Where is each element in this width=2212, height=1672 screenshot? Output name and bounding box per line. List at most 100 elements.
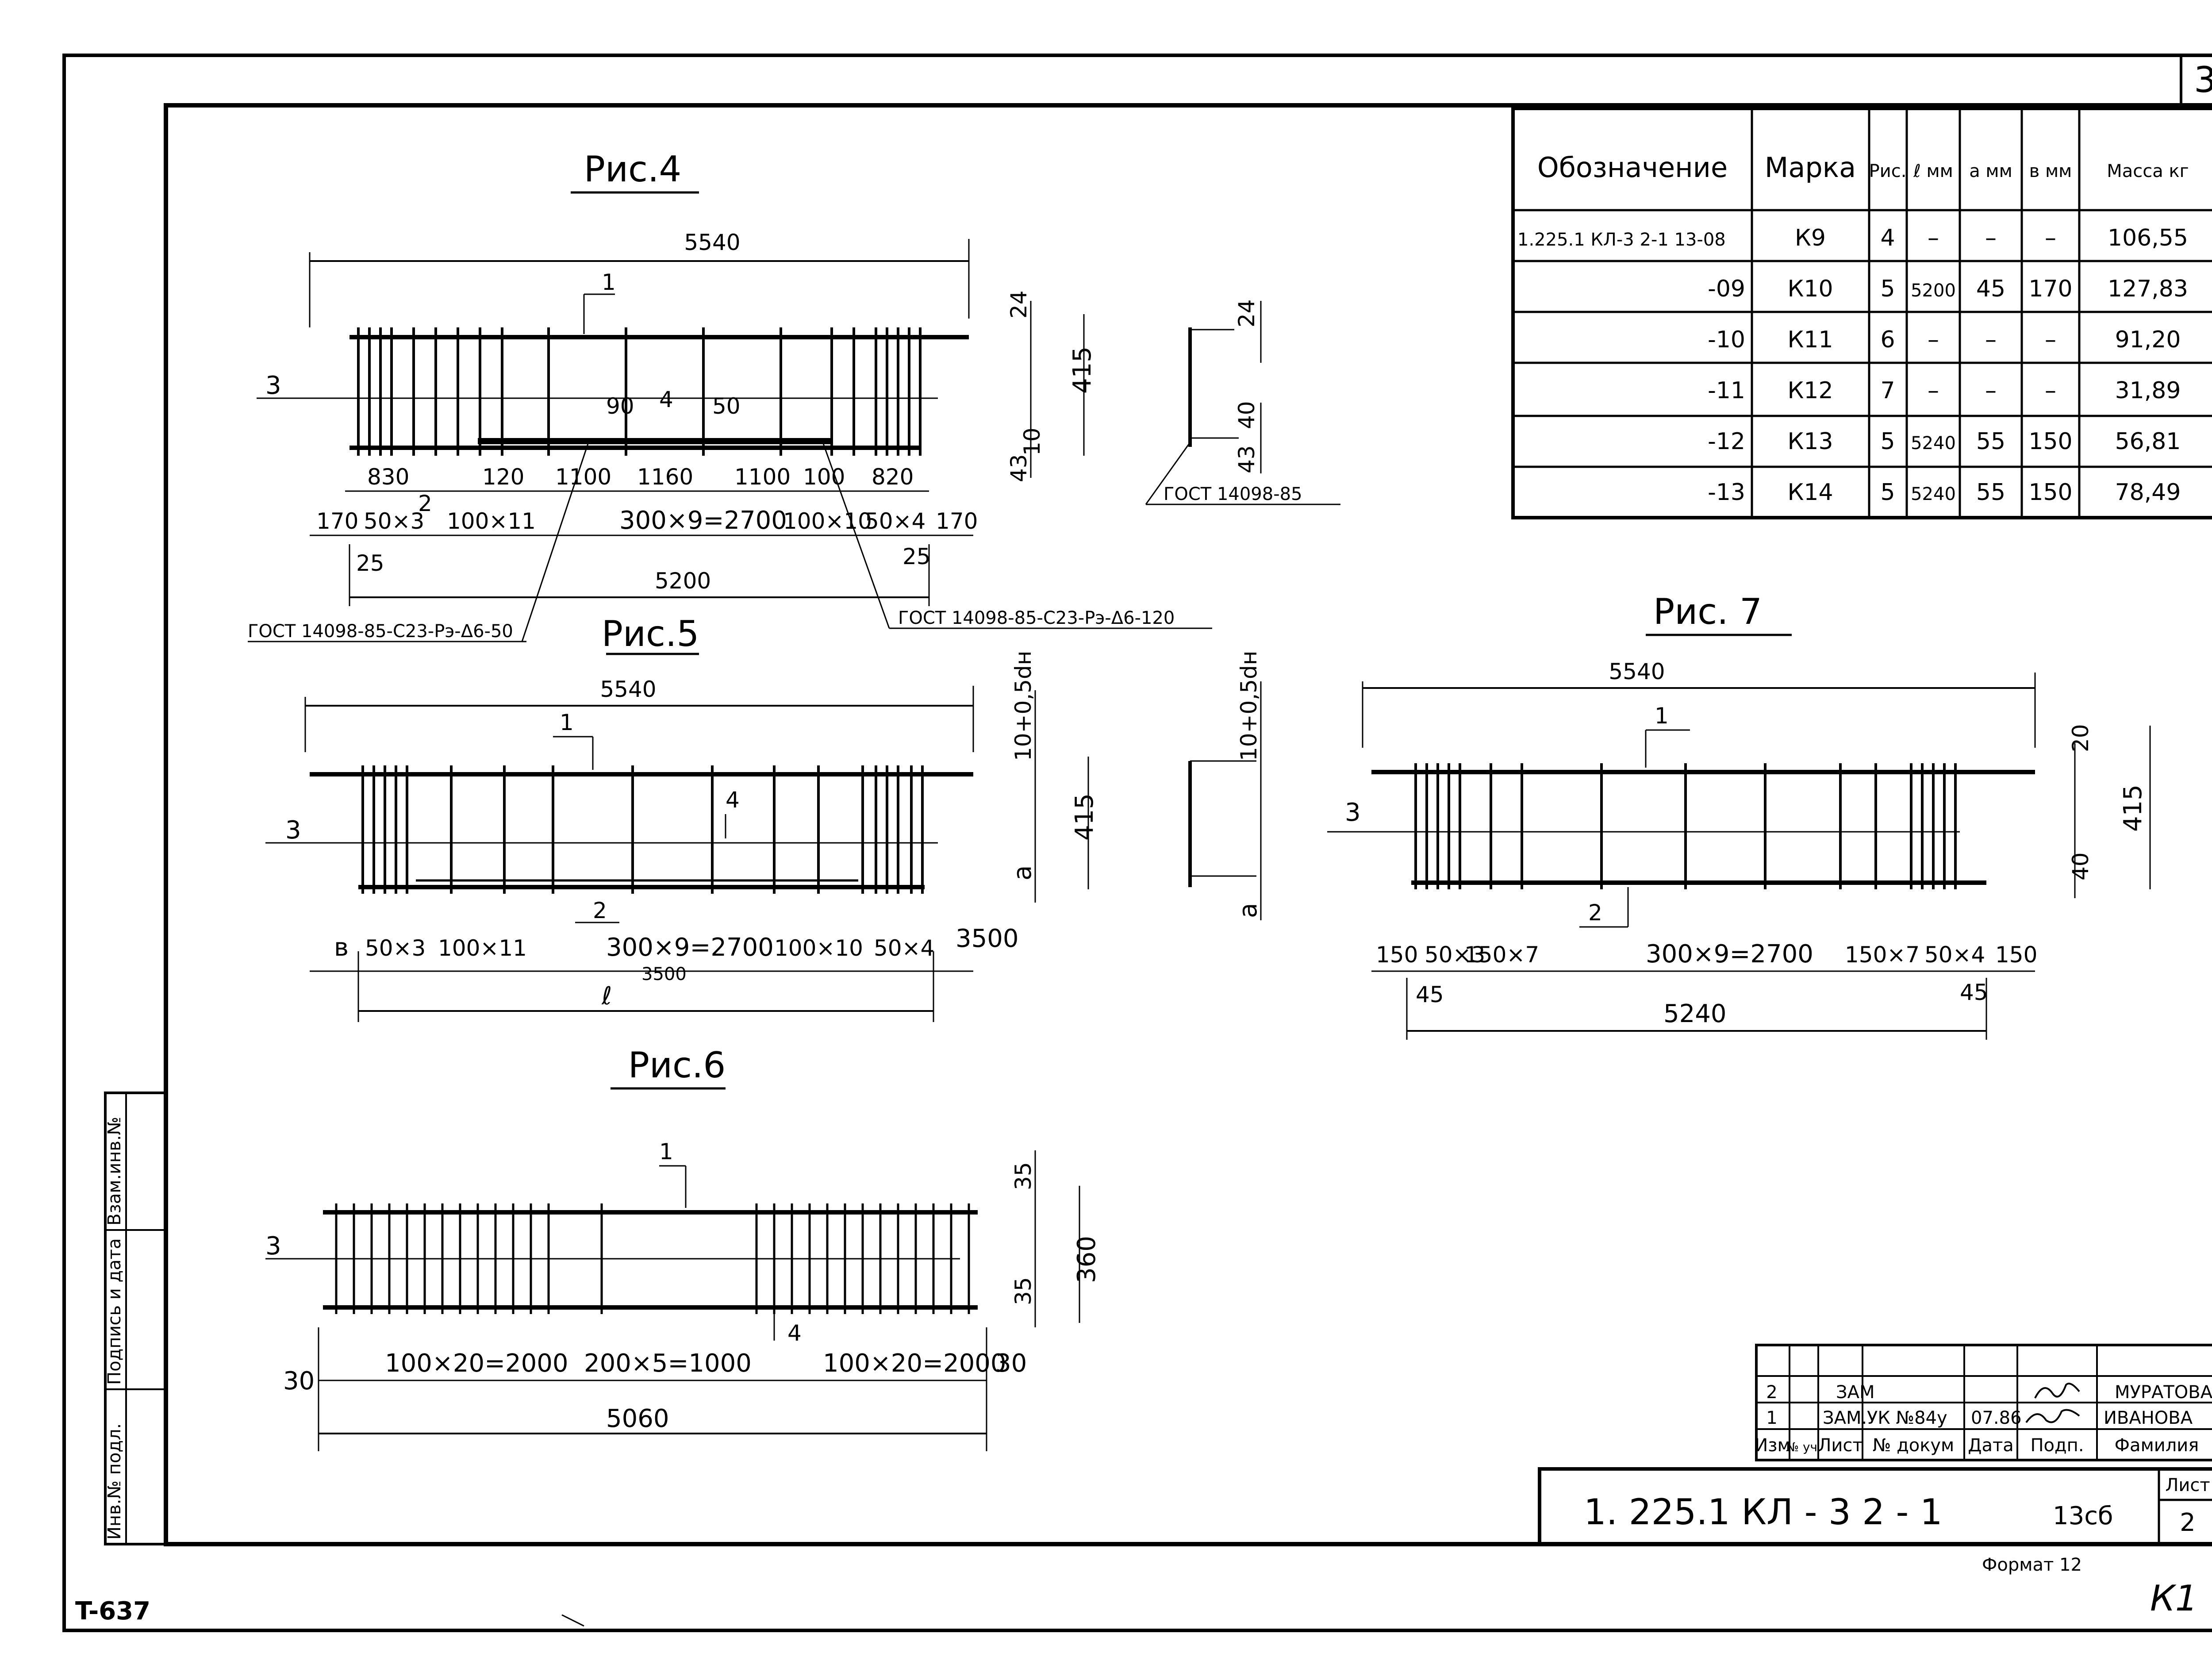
svg-text:415: 415 [1068,346,1097,394]
svg-text:127,83: 127,83 [2108,276,2188,302]
svg-text:100×11: 100×11 [447,508,536,534]
svg-text:5240: 5240 [1911,484,1956,504]
svg-text:32: 32 [2194,59,2212,100]
svg-text:–: – [1928,377,1939,404]
svg-text:5: 5 [1880,276,1895,302]
sheet-number-box: 32 [2180,54,2212,107]
th-a: a мм [1969,161,2012,181]
svg-text:1: 1 [1655,703,1669,729]
svg-text:2: 2 [1766,1382,1777,1403]
svg-text:170: 170 [316,508,358,534]
svg-text:ЗАМ: ЗАМ [1836,1382,1875,1403]
svg-text:2: 2 [593,898,607,923]
svg-text:Лист: Лист [1818,1435,1863,1456]
table-row: 1.225.1 КЛ-3 2-1 13-08 К9 4 – – – 106,55 [1517,225,2188,251]
table-row: -13 К14 5 5240 55 150 78,49 [1708,479,2181,506]
svg-text:820: 820 [872,464,914,490]
svg-text:31,89: 31,89 [2115,377,2181,404]
svg-text:1: 1 [1766,1408,1777,1428]
svg-text:ℓ: ℓ [601,982,612,1011]
svg-text:Дата: Дата [1968,1435,2014,1456]
svg-text:10+0,5dн: 10+0,5dн [1236,651,1262,761]
svg-text:24: 24 [1006,290,1032,319]
th-b: в мм [2029,161,2072,181]
svg-text:К14: К14 [1787,479,1833,506]
svg-text:2: 2 [1588,900,1602,926]
svg-text:5540: 5540 [600,676,656,702]
svg-text:100×10: 100×10 [774,935,863,961]
svg-text:–: – [2045,377,2056,404]
svg-text:50×4: 50×4 [874,935,934,961]
svg-text:4: 4 [659,387,673,412]
svg-text:50: 50 [712,393,741,419]
svg-text:1: 1 [602,269,616,295]
svg-text:150×7: 150×7 [1845,942,1920,968]
svg-text:–: – [1928,225,1939,251]
signature-1 [2034,1383,2080,1399]
svg-text:415: 415 [1070,793,1099,841]
th-mark: Марка [1765,151,1856,184]
svg-text:Подп.: Подп. [2030,1435,2084,1456]
svg-text:1160: 1160 [637,464,693,490]
svg-text:25: 25 [356,550,384,576]
svg-text:–: – [2045,327,2056,353]
th-fig: Рис. [1869,161,1907,181]
svg-text:07.86: 07.86 [1971,1408,2022,1428]
th-mass: Масса кг [2107,161,2189,181]
svg-text:100×10: 100×10 [783,508,872,534]
svg-text:100×20=2000: 100×20=2000 [823,1349,1006,1378]
svg-text:3: 3 [1345,798,1361,827]
svg-text:4: 4 [1880,225,1895,251]
svg-text:1: 1 [659,1139,673,1165]
drawing-designation: 1. 225.1 КЛ - 3 2 - 1 [1584,1491,1943,1533]
svg-text:830: 830 [367,464,409,490]
svg-text:40: 40 [1234,401,1260,429]
svg-text:2: 2 [418,491,432,516]
format-label: Формат 12 [1982,1555,2082,1575]
svg-text:№ уч.: № уч. [1786,1440,1821,1454]
svg-text:360: 360 [1072,1236,1101,1283]
fig4-title: Рис.4 [584,149,682,190]
sheet-no: 2 [2180,1508,2196,1537]
svg-text:a: a [1234,903,1263,918]
svg-text:3500: 3500 [956,924,1019,953]
svg-text:300×9=2700: 300×9=2700 [606,933,774,962]
drawing-series: 13сб [2053,1502,2113,1530]
svg-text:120: 120 [482,464,524,490]
svg-text:Лист: Лист [2165,1475,2210,1495]
svg-text:3500: 3500 [641,964,687,984]
svg-text:100×20=2000: 100×20=2000 [385,1349,568,1378]
svg-text:24: 24 [1234,299,1260,327]
strip-sign-label: Подпись и дата [104,1238,125,1385]
strip-inv-label: Инв.№ подл. [104,1423,125,1540]
svg-text:1.225.1 КЛ-3 2-1 13-08: 1.225.1 КЛ-3 2-1 13-08 [1517,230,1726,250]
svg-text:50×3: 50×3 [364,508,424,534]
svg-text:150: 150 [2028,479,2072,506]
svg-text:30: 30 [283,1367,315,1395]
figure-7: Рис. 7 5540 20 415 40 3 1 2 150 [1327,591,2151,1040]
svg-text:–: – [2045,225,2056,251]
svg-text:4: 4 [726,787,740,813]
spec-table: Обозначение Марка Рис. ℓ мм a мм в мм Ма… [1511,107,2212,519]
svg-text:УК №84у: УК №84у [1867,1408,1947,1428]
figure-5: Рис.5 5540 10+0,5dн 415 a 3500 3 1 4 [265,613,1099,1022]
fig5-title: Рис.5 [602,613,699,654]
svg-text:300×9=2700: 300×9=2700 [1646,940,1813,969]
strip-replace-label: Взам.инв.№ [104,1117,125,1226]
svg-text:1: 1 [560,710,574,735]
svg-text:-11: -11 [1708,377,1745,404]
svg-text:№ докум: № докум [1873,1435,1954,1456]
svg-text:–: – [1985,377,1997,404]
fig7-title: Рис. 7 [1653,591,1762,632]
svg-text:106,55: 106,55 [2108,225,2188,251]
svg-text:МУРАТОВА: МУРАТОВА [2115,1382,2212,1403]
svg-text:35: 35 [1010,1162,1036,1190]
outer-frame [62,54,2212,1632]
svg-text:10: 10 [1019,427,1045,456]
svg-text:55: 55 [1976,479,2005,506]
title-block: 2 ЗАМ МУРАТОВА 1 ЗАМ. УК №84у 07.86 ИВАН… [1538,1344,2212,1546]
figure-6: Рис.6 35 360 35 3 1 4 [265,1045,1101,1451]
svg-text:4: 4 [787,1320,802,1346]
svg-text:a: a [1008,865,1037,880]
svg-text:50×3: 50×3 [365,935,426,961]
